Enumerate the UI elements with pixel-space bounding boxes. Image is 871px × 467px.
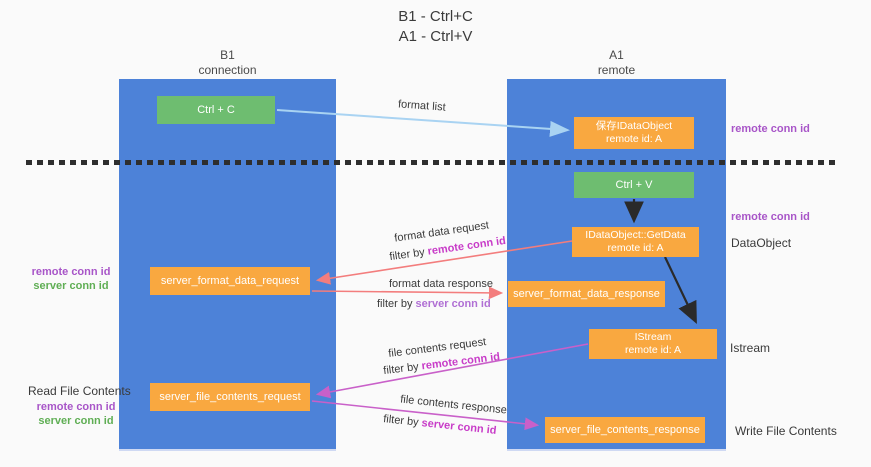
session-separator-dashed-line [26, 160, 835, 165]
arrow-format-request-to-response [311, 286, 504, 300]
right-label-dataobject: DataObject [731, 236, 792, 250]
node-istream-line1: IStream [634, 331, 672, 343]
arrow-getdata-to-format-request [315, 240, 573, 285]
column-header-a1: A1 remote [507, 48, 726, 78]
node-file-response-label: server_file_contents_response [550, 423, 700, 436]
server-conn-id-text: server conn id [415, 298, 491, 310]
left-label-server-conn-id-2: server conn id [38, 415, 114, 427]
right-label-remote-conn-id-2: remote conn id [731, 211, 810, 223]
filter-prefix: filter by [377, 298, 416, 310]
node-istream: IStream remote id: A [589, 329, 717, 359]
node-server-format-data-response: server_format_data_response [508, 281, 665, 307]
node-format-response-label: server_format_data_response [513, 287, 660, 300]
node-getdata-line2: remote id: A [607, 242, 664, 254]
node-ctrl-v-label: Ctrl + V [615, 178, 653, 191]
arrow-getdata-to-istream [664, 256, 697, 324]
node-ctrl-v: Ctrl + V [574, 172, 694, 198]
node-save-idataobject-line1: 保存IDataObject [595, 120, 673, 132]
arrow-istream-to-file-request [315, 343, 589, 399]
node-file-request-label: server_file_contents_request [159, 390, 301, 403]
column-a1-name: A1 [609, 48, 624, 62]
node-server-format-data-request: server_format_data_request [150, 267, 310, 295]
title-line-2: A1 - Ctrl+V [398, 28, 473, 45]
left-label-server-conn-id-1: server conn id [33, 280, 109, 292]
column-a1-subtitle: remote [597, 63, 636, 77]
node-server-file-contents-response: server_file_contents_response [545, 417, 705, 443]
column-b1-subtitle: connection [198, 63, 257, 77]
node-format-request-label: server_format_data_request [160, 274, 300, 287]
left-label-read-file-contents: Read File Contents [28, 384, 131, 398]
diagram-title: B1 - Ctrl+C A1 - Ctrl+V [0, 7, 871, 47]
column-header-b1: B1 connection [119, 48, 336, 78]
right-label-write-file-contents: Write File Contents [735, 424, 837, 438]
column-b1-name: B1 [220, 48, 235, 62]
title-line-1: B1 - Ctrl+C [398, 8, 473, 25]
arrow-file-request-to-response [311, 400, 540, 431]
left-label-remote-conn-id-2: remote conn id [36, 401, 116, 413]
right-label-istream: Istream [730, 341, 771, 355]
arrow-format-list [276, 109, 570, 137]
node-ctrl-c-label: Ctrl + C [197, 103, 235, 116]
node-getdata-line1: IDataObject::GetData [585, 229, 686, 241]
label-filter-by-server-1: filter by server conn id [377, 298, 491, 310]
node-istream-line2: remote id: A [624, 344, 682, 356]
node-save-idataobject: 保存IDataObject remote id: A [574, 117, 694, 149]
node-ctrl-c: Ctrl + C [157, 96, 275, 124]
label-format-data-response: format data response [389, 278, 493, 290]
right-label-remote-conn-id-1: remote conn id [731, 123, 810, 135]
node-server-file-contents-request: server_file_contents_request [150, 383, 310, 411]
node-idataobject-getdata: IDataObject::GetData remote id: A [572, 227, 699, 257]
node-save-idataobject-line2: remote id: A [605, 133, 663, 145]
left-label-remote-conn-id-1: remote conn id [31, 266, 111, 278]
